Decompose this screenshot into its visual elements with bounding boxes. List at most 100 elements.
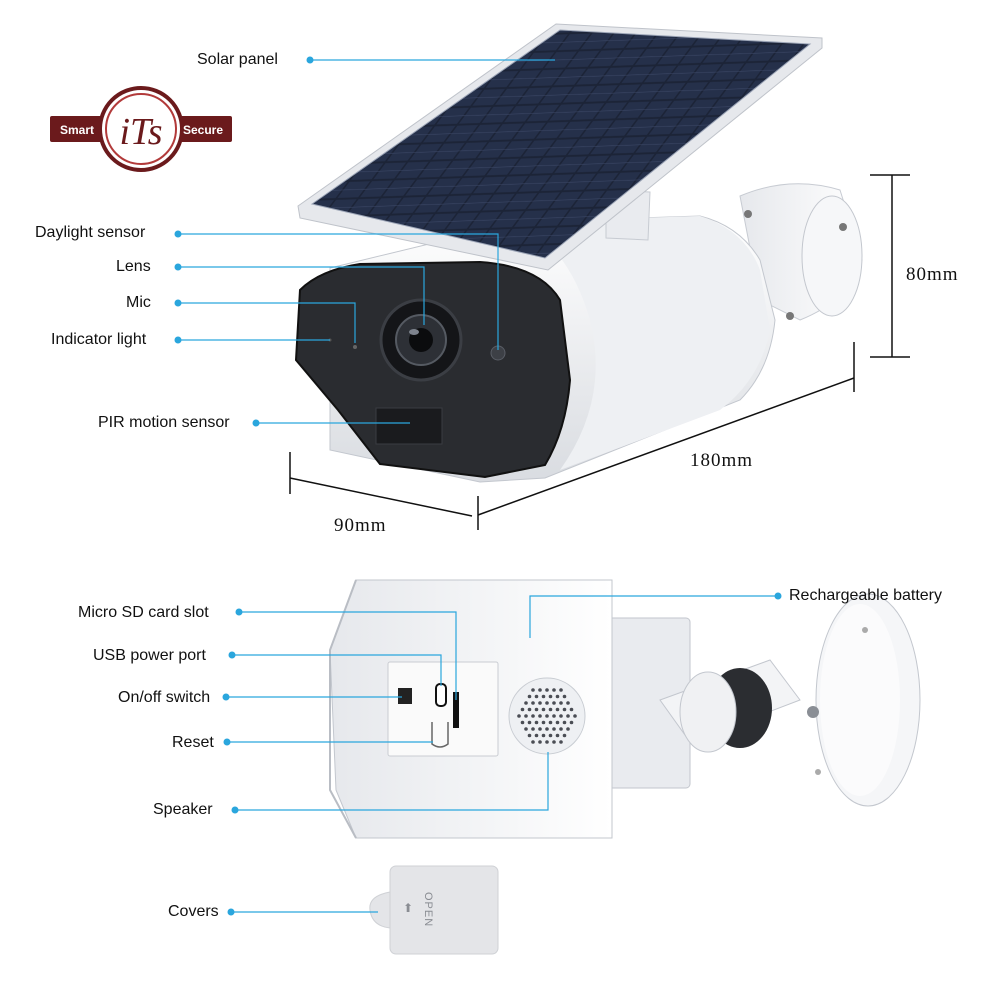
speaker-hole <box>538 701 542 705</box>
speaker-hole <box>534 694 539 699</box>
camera-front-view <box>294 23 863 483</box>
callout-dot <box>174 336 182 344</box>
speaker-hole <box>548 720 553 725</box>
speaker-hole <box>559 701 563 705</box>
cover-open-text: OPEN <box>422 892 434 927</box>
speaker-hole <box>545 740 549 744</box>
speaker-hole <box>548 733 553 738</box>
speaker-hole <box>562 733 567 738</box>
speaker-hole <box>552 727 556 731</box>
speaker-hole <box>573 714 577 718</box>
speaker-hole <box>548 707 553 712</box>
speaker-hole <box>559 714 563 718</box>
speaker-hole <box>548 694 553 699</box>
speaker-hole <box>531 701 535 705</box>
speaker-hole <box>545 688 549 692</box>
speaker-hole <box>555 707 560 712</box>
callout-daylight-sensor: Daylight sensor <box>35 224 146 241</box>
speaker-hole <box>527 733 532 738</box>
speaker-hole <box>559 740 563 744</box>
speaker-hole <box>541 707 546 712</box>
callout-lens: Lens <box>116 258 151 275</box>
speaker-hole <box>562 694 567 699</box>
dimension-width-label: 90mm <box>334 515 387 536</box>
speaker-hole <box>552 701 556 705</box>
callout-usb-power-port: USB power port <box>93 647 206 664</box>
callout-dot <box>252 419 260 427</box>
speaker-hole <box>534 720 539 725</box>
speaker-hole <box>541 733 546 738</box>
callout-pir-motion-sensor: PIR motion sensor <box>98 414 230 431</box>
speaker-hole <box>531 740 535 744</box>
callout-reset: Reset <box>172 734 214 751</box>
speaker-hole <box>538 740 542 744</box>
speaker-hole <box>545 727 549 731</box>
callout-mic: Mic <box>126 294 151 311</box>
speaker-hole <box>524 714 528 718</box>
svg-text:⬆: ⬆ <box>403 901 413 915</box>
svg-text:iTs: iTs <box>120 111 163 153</box>
speaker-hole <box>534 733 539 738</box>
callout-dot <box>774 592 782 600</box>
speaker-hole <box>545 701 549 705</box>
callout-dot <box>174 230 182 238</box>
speaker-hole <box>524 727 528 731</box>
callout-solar-panel: Solar panel <box>197 51 278 68</box>
speaker-hole <box>566 701 570 705</box>
speaker-hole <box>559 727 563 731</box>
speaker-hole <box>552 740 556 744</box>
speaker-hole <box>531 727 535 731</box>
speaker-hole <box>531 714 535 718</box>
speaker-hole <box>538 727 542 731</box>
speaker-hole <box>541 694 546 699</box>
speaker-hole <box>524 701 528 705</box>
speaker-hole <box>534 707 539 712</box>
speaker-hole <box>538 688 542 692</box>
callout-dot <box>235 608 243 616</box>
callout-micro-sd-card-slot: Micro SD card slot <box>78 604 209 621</box>
callout-indicator-light: Indicator light <box>51 331 147 348</box>
callout-speaker: Speaker <box>153 801 213 818</box>
callout-dot <box>222 693 230 701</box>
callout-rechargeable-battery: Rechargeable battery <box>789 587 942 604</box>
logo-smart-text: Smart <box>60 123 94 137</box>
rubber-cover: OPEN ⬆ <box>369 865 499 955</box>
callout-dot <box>228 651 236 659</box>
callout-dot <box>306 56 314 64</box>
speaker-hole <box>552 714 556 718</box>
speaker-hole <box>541 720 546 725</box>
speaker-hole <box>520 707 525 712</box>
dimension-lines <box>289 174 910 530</box>
callout-covers: Covers <box>168 903 219 920</box>
speaker-hole <box>559 688 563 692</box>
speaker-hole <box>527 720 532 725</box>
callout-dot <box>174 263 182 271</box>
dimension-height-label: 80mm <box>906 264 959 285</box>
speaker-hole <box>531 688 535 692</box>
speaker-hole <box>527 707 532 712</box>
speaker-hole <box>569 720 574 725</box>
camera-back-view <box>329 579 921 839</box>
speaker-hole <box>566 714 570 718</box>
speaker-hole <box>569 707 574 712</box>
callout-dot <box>223 738 231 746</box>
callout-lines <box>178 59 778 913</box>
speaker-hole <box>562 707 567 712</box>
callout-dot <box>174 299 182 307</box>
speaker-hole <box>555 720 560 725</box>
callout-dots <box>174 56 782 916</box>
callout-dot <box>231 806 239 814</box>
dimension-length-label: 180mm <box>690 450 754 471</box>
logo-secure-text: Secure <box>183 123 223 137</box>
speaker-hole <box>555 694 560 699</box>
speaker-hole <box>562 720 567 725</box>
speaker-hole <box>527 694 532 699</box>
callout-dot <box>227 908 235 916</box>
speaker-hole <box>552 688 556 692</box>
speaker-hole <box>538 714 542 718</box>
speaker-hole <box>517 714 521 718</box>
brand-logo: iTs Smart Secure <box>50 86 232 172</box>
speaker-hole <box>566 727 570 731</box>
speaker-hole <box>555 733 560 738</box>
